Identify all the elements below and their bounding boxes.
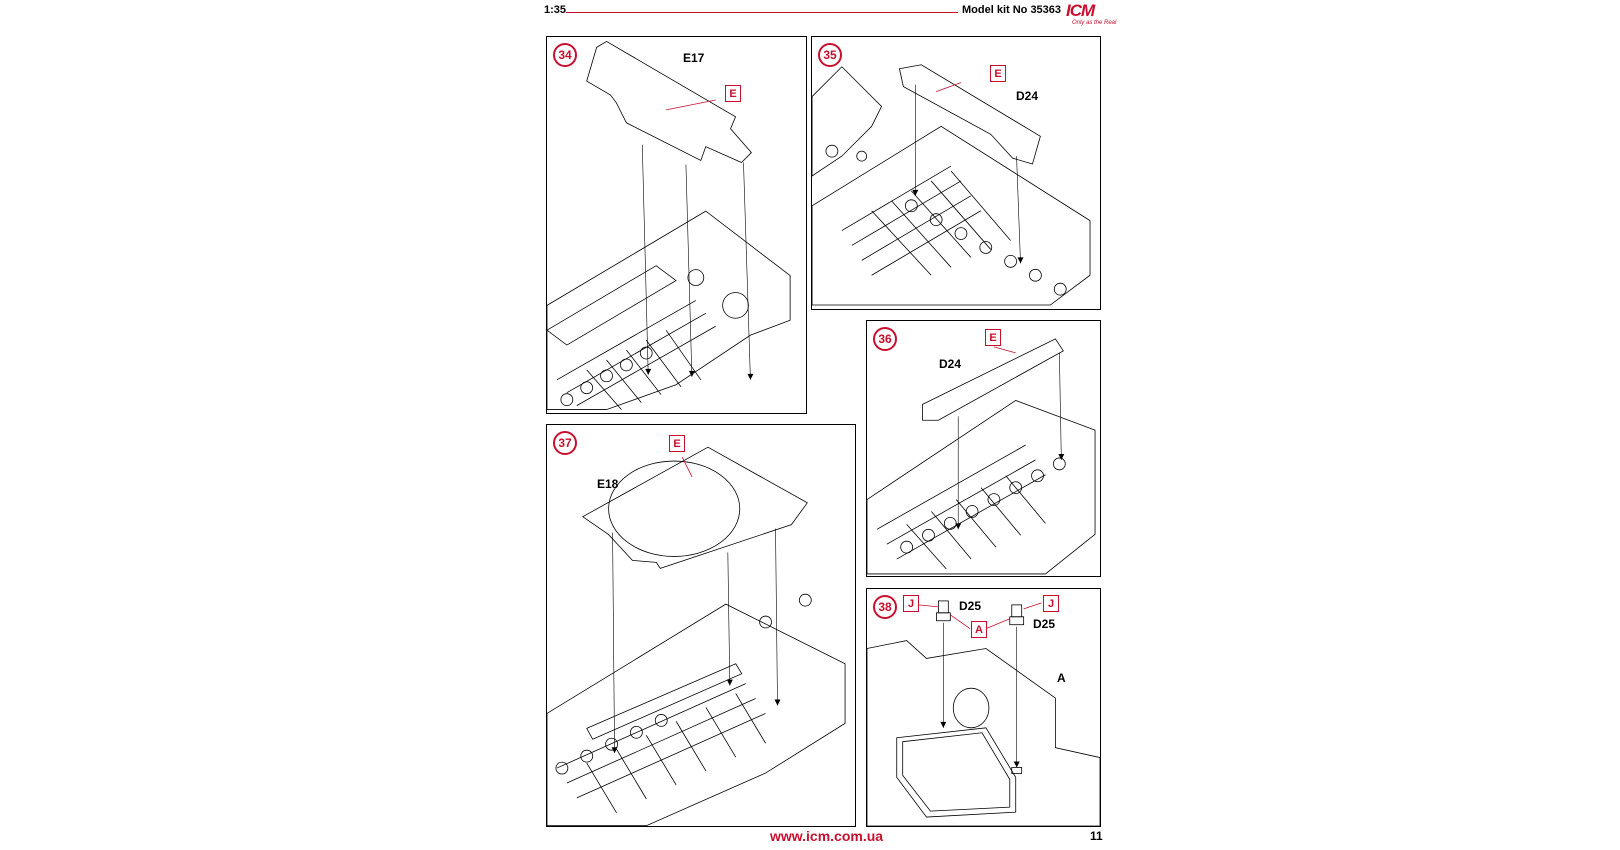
sprue-a: A bbox=[971, 621, 987, 638]
part-label-right: D25 bbox=[1033, 617, 1056, 631]
kit-number: Model kit No 35363 bbox=[962, 4, 1062, 16]
step-36-drawing bbox=[867, 338, 1096, 575]
scale-label: 1:35 bbox=[544, 4, 567, 16]
step-35-panel: 35 E D24 bbox=[811, 36, 1101, 310]
icm-logo: ICM Only as the Real bbox=[1066, 2, 1126, 28]
hull-label: A bbox=[1057, 671, 1066, 685]
part-label: E18 bbox=[597, 477, 619, 491]
website-link[interactable]: www.icm.com.ua bbox=[770, 828, 884, 844]
header-rule bbox=[566, 12, 958, 13]
step-number: 36 bbox=[873, 327, 897, 351]
brand-name: ICM bbox=[1066, 1, 1095, 20]
part-label: D24 bbox=[1016, 89, 1039, 103]
part-label: E17 bbox=[683, 51, 705, 65]
step-number: 37 bbox=[553, 431, 577, 455]
brand-tagline: Only as the Real bbox=[1072, 20, 1117, 26]
step-35-drawing bbox=[812, 64, 1091, 306]
sprue-label: E bbox=[669, 435, 685, 452]
step-number: 38 bbox=[873, 595, 897, 619]
step-37-drawing bbox=[547, 446, 846, 826]
page-number: 11 bbox=[1090, 829, 1103, 843]
sprue-j-right: J bbox=[1043, 595, 1059, 612]
part-label-left: D25 bbox=[959, 599, 982, 613]
sprue-label: E bbox=[990, 65, 1006, 82]
step-38-drawing bbox=[867, 600, 1100, 826]
step-38-panel: 38 J D25 J A D25 A bbox=[866, 588, 1101, 827]
step-36-panel: 36 E D24 bbox=[866, 320, 1101, 577]
step-37-panel: 37 E E18 bbox=[546, 424, 856, 827]
sprue-label: E bbox=[985, 329, 1001, 346]
part-label: D24 bbox=[939, 357, 962, 371]
step-34-drawing bbox=[547, 40, 791, 410]
step-34-panel: 34 E17 E bbox=[546, 36, 807, 414]
sprue-label: E bbox=[725, 85, 741, 102]
step-number: 34 bbox=[553, 43, 577, 67]
step-number: 35 bbox=[818, 43, 842, 67]
sprue-j-left: J bbox=[903, 595, 919, 612]
